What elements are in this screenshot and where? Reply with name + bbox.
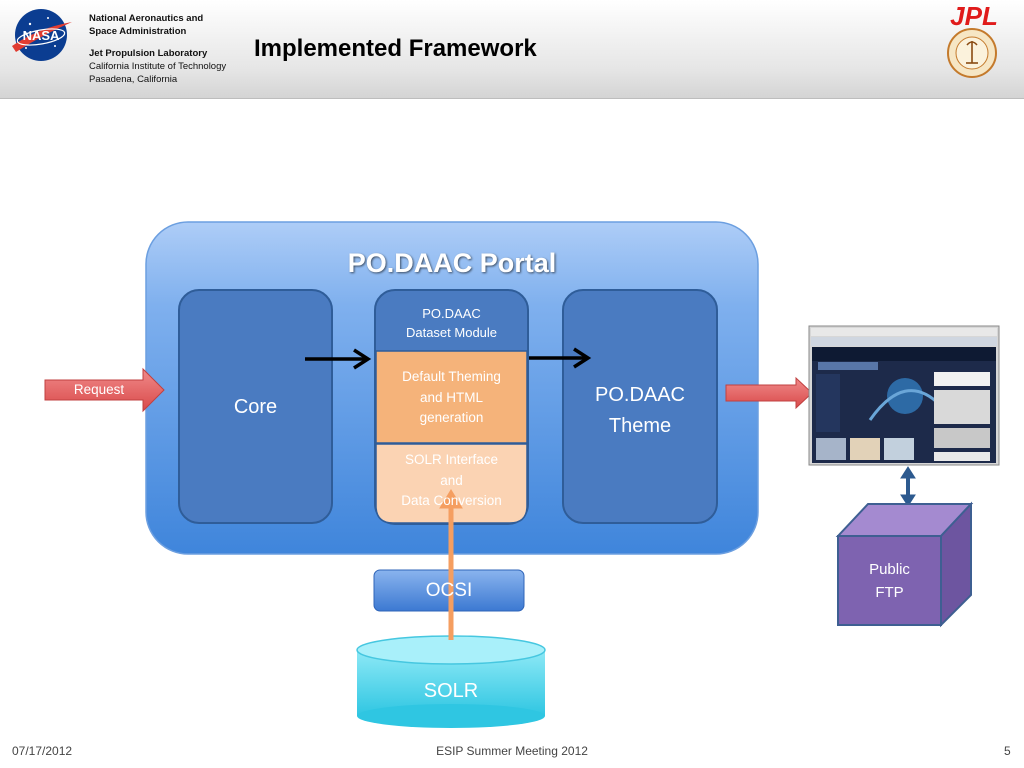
solr-to-module-arrow [439, 489, 463, 640]
solr-interface-box [375, 443, 528, 524]
website-ftp-connector [900, 466, 916, 507]
module-to-theme-arrow [529, 347, 592, 369]
lab-name: Jet Propulsion Laboratory [89, 48, 208, 59]
output-arrow [725, 376, 813, 410]
solr-iface-line-1: SOLR Interface [404, 452, 499, 467]
portal-title: PO.DAAC Portal [347, 248, 557, 278]
solr-iface-line-2: and [440, 472, 463, 488]
dataset-module-label: PO.DAAC Dataset Module [376, 304, 527, 342]
solr-cylinder [356, 635, 546, 728]
theme-line-2: Theme [608, 415, 672, 437]
ftp-line-2: FTP [875, 584, 904, 601]
svg-text:JPL: JPL [950, 2, 998, 30]
footer-date: 07/17/2012 [12, 744, 73, 758]
public-ftp-cube [835, 501, 974, 628]
solr-interface-label: SOLR Interface and Data Conversion [376, 450, 527, 512]
core-to-module-arrow [305, 348, 372, 370]
footer-page-number: 5 [1004, 744, 1011, 758]
org-line-1: National Aeronautics and [89, 13, 204, 24]
solr-iface-line-3: Data Conversion [401, 493, 502, 508]
website-screenshot [808, 325, 1000, 466]
core-box [178, 289, 333, 524]
core-label: Core [233, 396, 278, 418]
footer-event: ESIP Summer Meeting 2012 [436, 744, 588, 758]
jpl-logo: JPL [950, 2, 998, 30]
theme-label: PO.DAAC Theme [563, 380, 717, 442]
theming-line-1: Default Theming [402, 369, 501, 384]
request-label: Request [73, 382, 125, 397]
lab-line-2: California Institute of Technology [89, 61, 227, 72]
public-ftp-label: Public FTP [838, 558, 941, 604]
nasa-logo: NASA [12, 9, 72, 61]
dataset-module-line-2: Dataset Module [405, 325, 498, 340]
theming-line-3: generation [419, 410, 484, 425]
default-theming-box [375, 350, 528, 444]
ftp-line-1: Public [869, 561, 910, 578]
theming-line-2: and HTML [419, 389, 484, 405]
svg-text:NASA: NASA [23, 28, 60, 43]
org-line-2: Space Administration [89, 26, 187, 37]
ocsi-label: OCSI [425, 580, 473, 601]
solr-label: SOLR [423, 680, 479, 702]
dataset-module-line-1: PO.DAAC [422, 306, 481, 321]
request-arrow [44, 367, 165, 413]
theme-line-1: PO.DAAC [594, 384, 686, 406]
organization-text: National Aeronautics and Space Administr… [89, 12, 226, 86]
caltech-seal-icon [947, 28, 997, 78]
page-title: Implemented Framework [254, 35, 537, 62]
lab-line-3: Pasadena, California [89, 74, 178, 85]
theme-box [562, 289, 718, 524]
header-bar [0, 0, 1024, 99]
default-theming-label: Default Theming and HTML generation [376, 367, 527, 429]
